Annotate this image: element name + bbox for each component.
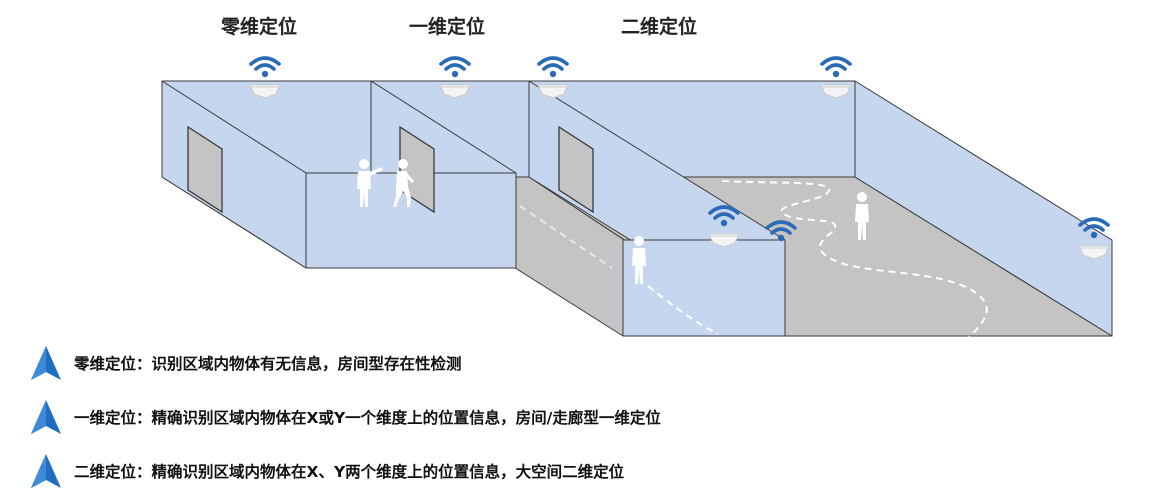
right-wall	[854, 80, 1113, 337]
corridor-path-line	[519, 205, 613, 269]
door-icon	[187, 125, 223, 214]
legend-text: 一维定位：精确识别区域内物体在X或Y一个维度上的位置信息，房间/走廊型一维定位	[74, 409, 661, 427]
zone-title-two-d: 二维定位	[621, 15, 697, 38]
zone-title-one-d: 一维定位	[409, 15, 485, 38]
door-icon	[558, 125, 594, 214]
navigation-arrow-icon	[31, 454, 61, 488]
front-wall-zero-d	[305, 172, 517, 269]
legend-item-one-d: 一维定位：精确识别区域内物体在X或Y一个维度上的位置信息，房间/走廊型一维定位	[30, 399, 661, 435]
wifi-icon	[820, 56, 852, 79]
wifi-icon	[439, 56, 471, 79]
wifi-icon	[537, 56, 569, 79]
legend-text: 零维定位：识别区域内物体有无信息，房间型存在性检测	[74, 355, 462, 373]
hall-trajectory-line	[721, 180, 988, 339]
zone-title-zero-d: 零维定位	[220, 15, 297, 38]
corridor-path-line	[647, 285, 719, 335]
legend-item-two-d: 二维定位：精确识别区域内物体在X、Y两个维度上的位置信息，大空间二维定位	[30, 453, 624, 489]
legend-item-zero-d: 零维定位：识别区域内物体有无信息，房间型存在性检测	[30, 345, 462, 381]
navigation-arrow-icon	[31, 346, 61, 380]
navigation-arrow-icon	[31, 400, 61, 434]
legend-text: 二维定位：精确识别区域内物体在X、Y两个维度上的位置信息，大空间二维定位	[74, 463, 625, 481]
front-wall-one-d	[622, 239, 786, 337]
wifi-icon	[249, 56, 281, 79]
